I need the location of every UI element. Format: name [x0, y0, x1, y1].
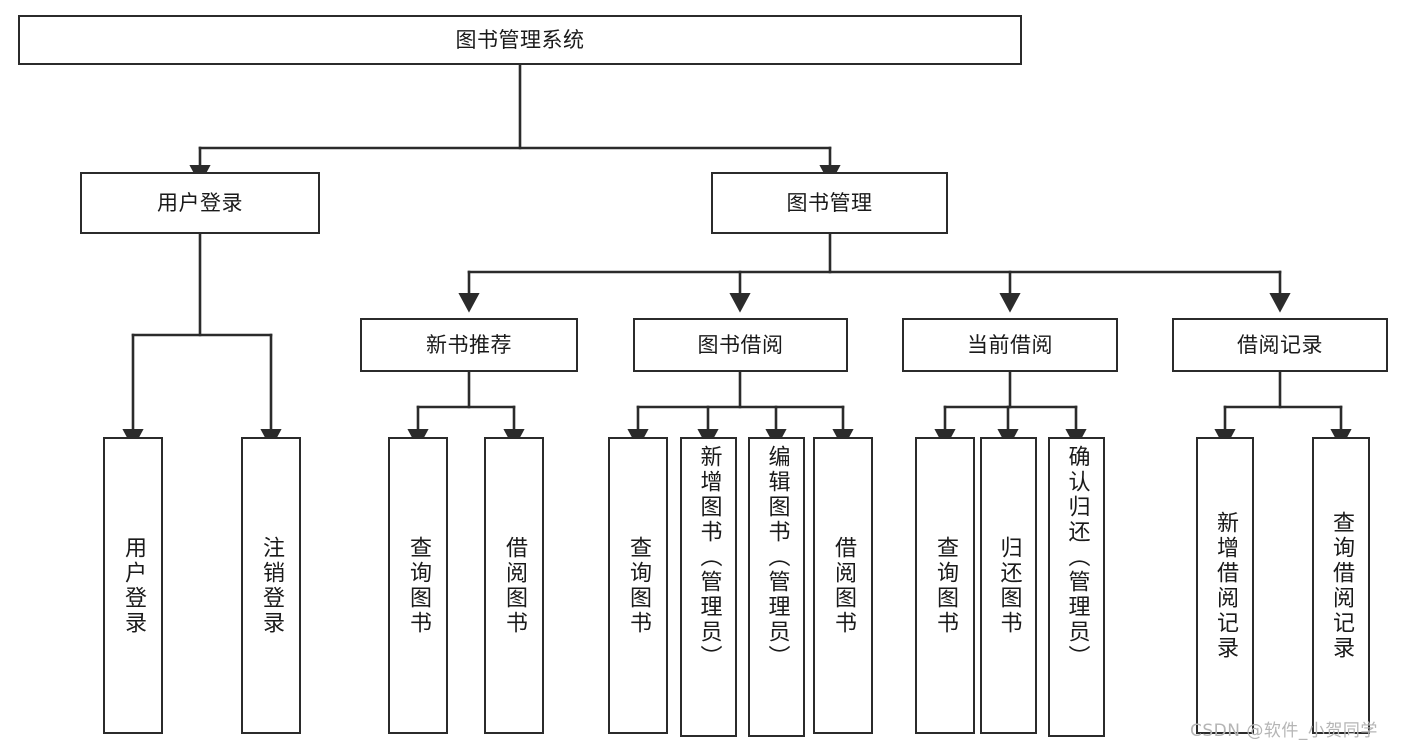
node-label: 查询图书	[406, 535, 431, 636]
node-label: 图书管理系统	[455, 27, 585, 52]
csdn-watermark: CSDN @软件_小贺同学	[1190, 721, 1378, 741]
node-leaf-add-borrow-record[interactable]: 新增借阅记录	[1196, 437, 1254, 734]
node-label: 查询图书	[933, 535, 958, 636]
node-leaf-add-book-admin[interactable]: 新增图书（管理员）	[680, 437, 737, 737]
node-leaf-borrow-book-rec[interactable]: 借阅图书	[484, 437, 544, 734]
node-leaf-borrow-book[interactable]: 借阅图书	[813, 437, 873, 734]
node-leaf-query-borrow-record[interactable]: 查询借阅记录	[1312, 437, 1370, 734]
node-label: 当前借阅	[967, 332, 1053, 357]
node-leaf-user-login[interactable]: 用户登录	[103, 437, 163, 734]
node-label: 查询图书	[626, 535, 651, 636]
node-label: 图书借阅	[697, 332, 784, 357]
node-label: 编辑图书（管理员）	[764, 445, 790, 670]
node-label: 用户登录	[121, 535, 146, 636]
node-label: 新书推荐	[426, 332, 512, 357]
node-label: 借阅记录	[1237, 332, 1323, 357]
node-label: 借阅图书	[831, 535, 856, 636]
node-book-management[interactable]: 图书管理	[711, 172, 948, 234]
node-leaf-confirm-return-admin[interactable]: 确认归还（管理员）	[1048, 437, 1105, 737]
node-label: 确认归还（管理员）	[1064, 445, 1090, 670]
node-leaf-query-book-current[interactable]: 查询图书	[915, 437, 975, 734]
node-new-book-recommendation[interactable]: 新书推荐	[360, 318, 578, 372]
node-label: 图书管理	[786, 190, 873, 215]
node-label: 新增图书（管理员）	[696, 445, 722, 670]
node-label: 借阅图书	[502, 535, 527, 636]
node-book-management-system[interactable]: 图书管理系统	[18, 15, 1022, 65]
node-user-login[interactable]: 用户登录	[80, 172, 320, 234]
node-borrowing-record[interactable]: 借阅记录	[1172, 318, 1388, 372]
node-leaf-query-book-borrow[interactable]: 查询图书	[608, 437, 668, 734]
node-leaf-edit-book-admin[interactable]: 编辑图书（管理员）	[748, 437, 805, 737]
node-label: 注销登录	[259, 535, 284, 636]
node-label: 查询借阅记录	[1329, 510, 1354, 661]
node-label: 用户登录	[157, 190, 243, 215]
node-book-borrowing[interactable]: 图书借阅	[633, 318, 848, 372]
node-leaf-return-book[interactable]: 归还图书	[980, 437, 1037, 734]
node-label: 归还图书	[996, 535, 1022, 636]
node-leaf-query-book-rec[interactable]: 查询图书	[388, 437, 448, 734]
node-label: 新增借阅记录	[1213, 510, 1238, 661]
node-current-borrowing[interactable]: 当前借阅	[902, 318, 1118, 372]
node-leaf-logout[interactable]: 注销登录	[241, 437, 301, 734]
